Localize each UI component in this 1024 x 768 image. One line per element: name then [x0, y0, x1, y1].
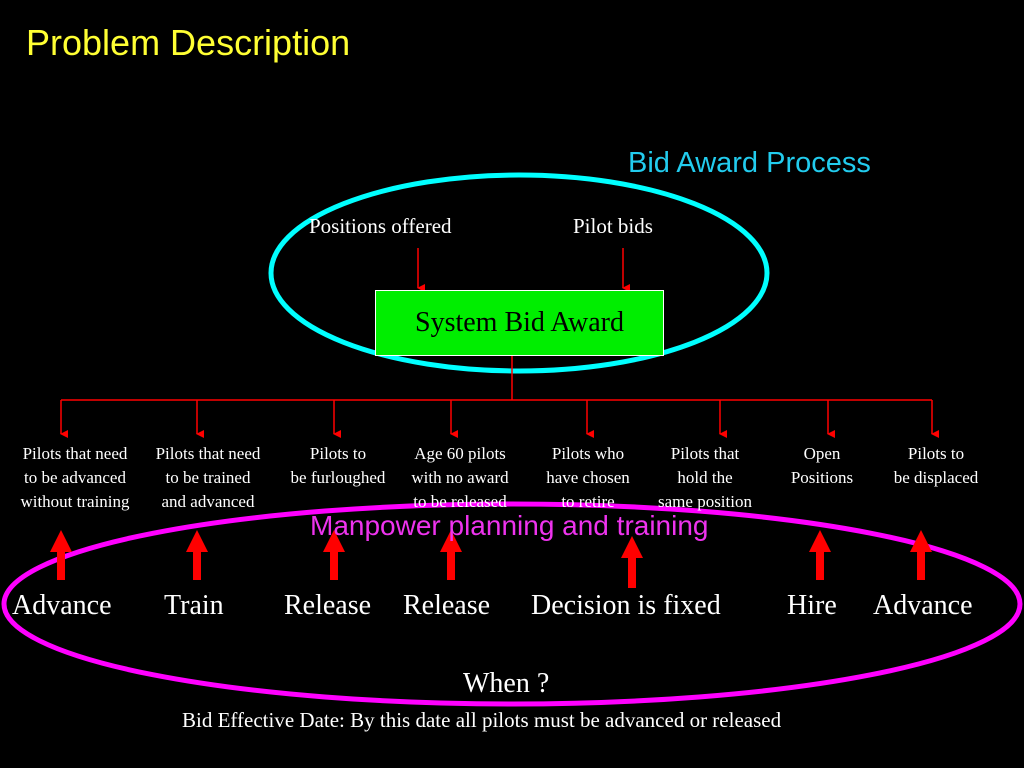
action-advance-displaced: Advance	[873, 590, 973, 621]
category-retire: Pilots who have chosen to retire	[546, 444, 630, 511]
up-arrows	[50, 530, 932, 588]
manpower-planning-label: Manpower planning and training	[310, 510, 709, 541]
when-question: When ?	[463, 668, 550, 699]
action-release-age60: Release	[403, 590, 491, 621]
category-open-positions: Open Positions	[790, 444, 854, 487]
up-arrow	[910, 530, 932, 580]
action-hire: Hire	[787, 590, 837, 621]
action-advance: Advance	[12, 590, 112, 621]
up-arrow	[186, 530, 208, 580]
up-arrow	[621, 536, 643, 588]
action-release-furlough: Release	[284, 590, 372, 621]
system-bid-award-box: System Bid Award	[375, 290, 664, 356]
action-decision-fixed: Decision is fixed	[531, 590, 721, 621]
up-arrow	[323, 530, 345, 580]
up-arrow	[809, 530, 831, 580]
category-advanced-without-training: Pilots that need to be advanced without …	[20, 444, 130, 511]
system-bid-award-label: System Bid Award	[415, 307, 624, 338]
bid-award-ellipse	[268, 172, 770, 374]
page-title: Problem Description	[26, 22, 351, 63]
action-train: Train	[164, 590, 224, 621]
up-arrow	[50, 530, 72, 580]
bid-effective-date-note: Bid Effective Date: By this date all pil…	[182, 708, 782, 732]
positions-offered-label: Positions offered	[309, 214, 452, 238]
category-trained-and-advanced: Pilots that need to be trained and advan…	[155, 444, 261, 511]
category-displaced: Pilots to be displaced	[893, 444, 979, 487]
up-arrow	[440, 530, 462, 580]
branch-arrows	[60, 400, 939, 438]
category-age-60-released: Age 60 pilots with no award to be releas…	[411, 444, 509, 511]
category-furloughed: Pilots to be furloughed	[290, 444, 386, 487]
category-same-position: Pilots that hold the same position	[658, 444, 752, 511]
bid-award-process-label: Bid Award Process	[628, 147, 871, 179]
manpower-ellipse	[1, 501, 1023, 707]
pilot-bids-label: Pilot bids	[573, 214, 653, 238]
